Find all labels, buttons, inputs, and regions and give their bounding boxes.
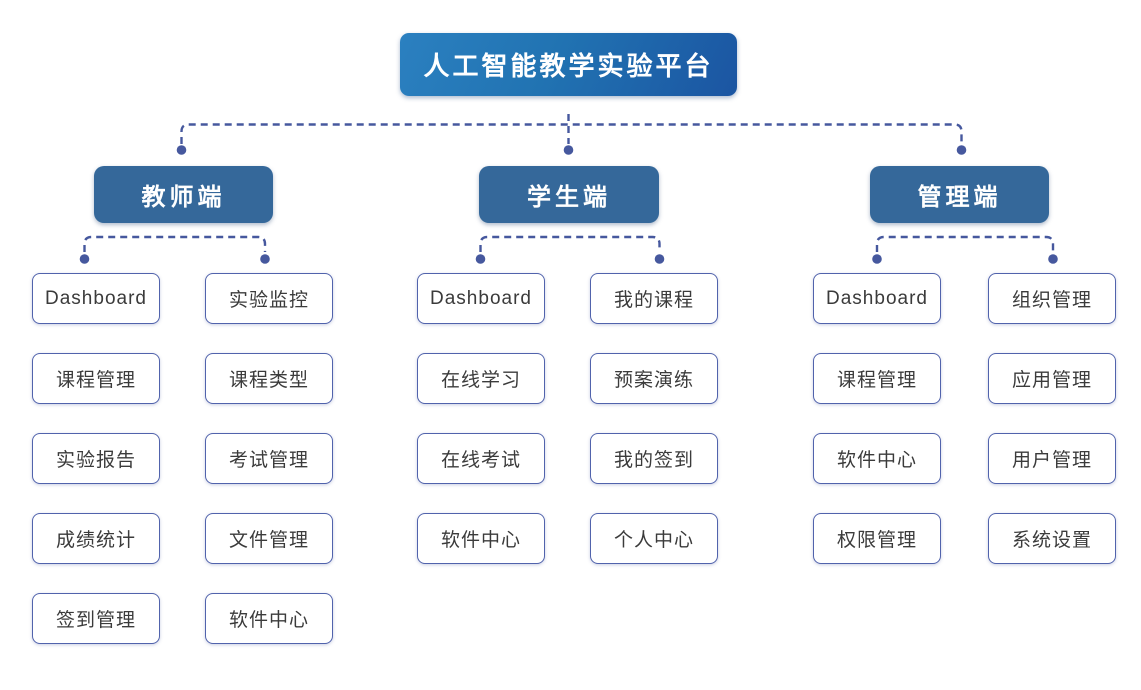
node-student-my-checkin: 我的签到 bbox=[590, 433, 718, 484]
leaf-label: 文件管理 bbox=[228, 530, 309, 551]
teacher-bracket-line bbox=[83, 235, 267, 252]
leaf-label: 实验监控 bbox=[228, 290, 309, 311]
node-teacher-experiment-monitor: 实验监控 bbox=[205, 273, 333, 324]
root-node-platform: 人工智能教学实验平台 bbox=[400, 33, 737, 96]
node-admin-user-management: 用户管理 bbox=[988, 433, 1116, 484]
node-teacher-dashboard: Dashboard bbox=[32, 273, 160, 324]
node-student-dashboard: Dashboard bbox=[417, 273, 545, 324]
node-teacher-exam-management: 考试管理 bbox=[205, 433, 333, 484]
node-teacher-experiment-report: 实验报告 bbox=[32, 433, 160, 484]
leaf-label: Dashboard bbox=[430, 287, 532, 309]
node-admin-software-center: 软件中心 bbox=[813, 433, 941, 484]
leaf-label: Dashboard bbox=[826, 287, 928, 309]
leaf-label: 软件中心 bbox=[228, 610, 309, 631]
leaf-label: 成绩统计 bbox=[55, 530, 136, 551]
leaf-label: 课程管理 bbox=[55, 370, 136, 391]
node-student-online-exam: 在线考试 bbox=[417, 433, 545, 484]
branch-node-teacher: 教师端 bbox=[94, 166, 273, 223]
leaf-label: 考试管理 bbox=[228, 450, 309, 471]
node-admin-dashboard: Dashboard bbox=[813, 273, 941, 324]
student-bracket-line bbox=[479, 235, 661, 252]
branch-student-label: 学生端 bbox=[527, 184, 611, 211]
node-admin-organization-management: 组织管理 bbox=[988, 273, 1116, 324]
node-admin-permission-management: 权限管理 bbox=[813, 513, 941, 564]
leaf-label: 签到管理 bbox=[55, 610, 136, 631]
leaf-label: 系统设置 bbox=[1011, 530, 1092, 551]
leaf-label: 我的课程 bbox=[613, 290, 694, 311]
node-teacher-checkin-management: 签到管理 bbox=[32, 593, 160, 644]
branch-node-student: 学生端 bbox=[479, 166, 659, 223]
node-student-my-courses: 我的课程 bbox=[590, 273, 718, 324]
node-teacher-course-management: 课程管理 bbox=[32, 353, 160, 404]
node-admin-course-management: 课程管理 bbox=[813, 353, 941, 404]
node-admin-system-settings: 系统设置 bbox=[988, 513, 1116, 564]
branch-admin-label: 管理端 bbox=[917, 184, 1002, 211]
leaf-label: 在线考试 bbox=[440, 450, 521, 471]
leaf-label: 我的签到 bbox=[613, 450, 694, 471]
root-to-branches-line bbox=[180, 123, 963, 144]
leaf-label: 预案演练 bbox=[613, 370, 694, 391]
leaf-label: 在线学习 bbox=[440, 370, 521, 391]
branch-node-admin: 管理端 bbox=[870, 166, 1049, 223]
node-teacher-software-center: 软件中心 bbox=[205, 593, 333, 644]
node-student-plan-drill: 预案演练 bbox=[590, 353, 718, 404]
admin-bracket-line bbox=[875, 235, 1055, 252]
leaf-label: 用户管理 bbox=[1011, 450, 1092, 471]
leaf-label: 权限管理 bbox=[836, 530, 917, 551]
leaf-label: 实验报告 bbox=[55, 450, 136, 471]
leaf-label: 课程管理 bbox=[836, 370, 917, 391]
node-teacher-file-management: 文件管理 bbox=[205, 513, 333, 564]
root-node-label: 人工智能教学实验平台 bbox=[423, 51, 714, 81]
leaf-label: 组织管理 bbox=[1011, 290, 1092, 311]
leaf-label: 个人中心 bbox=[613, 530, 694, 551]
node-teacher-course-type: 课程类型 bbox=[205, 353, 333, 404]
node-admin-application-management: 应用管理 bbox=[988, 353, 1116, 404]
leaf-label: 软件中心 bbox=[836, 450, 917, 471]
leaf-label: 软件中心 bbox=[440, 530, 521, 551]
branch-teacher-label: 教师端 bbox=[141, 184, 226, 211]
leaf-label: 应用管理 bbox=[1011, 370, 1092, 391]
leaf-label: Dashboard bbox=[45, 287, 147, 309]
node-student-software-center: 软件中心 bbox=[417, 513, 545, 564]
node-teacher-grade-statistics: 成绩统计 bbox=[32, 513, 160, 564]
leaf-label: 课程类型 bbox=[228, 370, 309, 391]
node-student-personal-center: 个人中心 bbox=[590, 513, 718, 564]
node-student-online-learning: 在线学习 bbox=[417, 353, 545, 404]
